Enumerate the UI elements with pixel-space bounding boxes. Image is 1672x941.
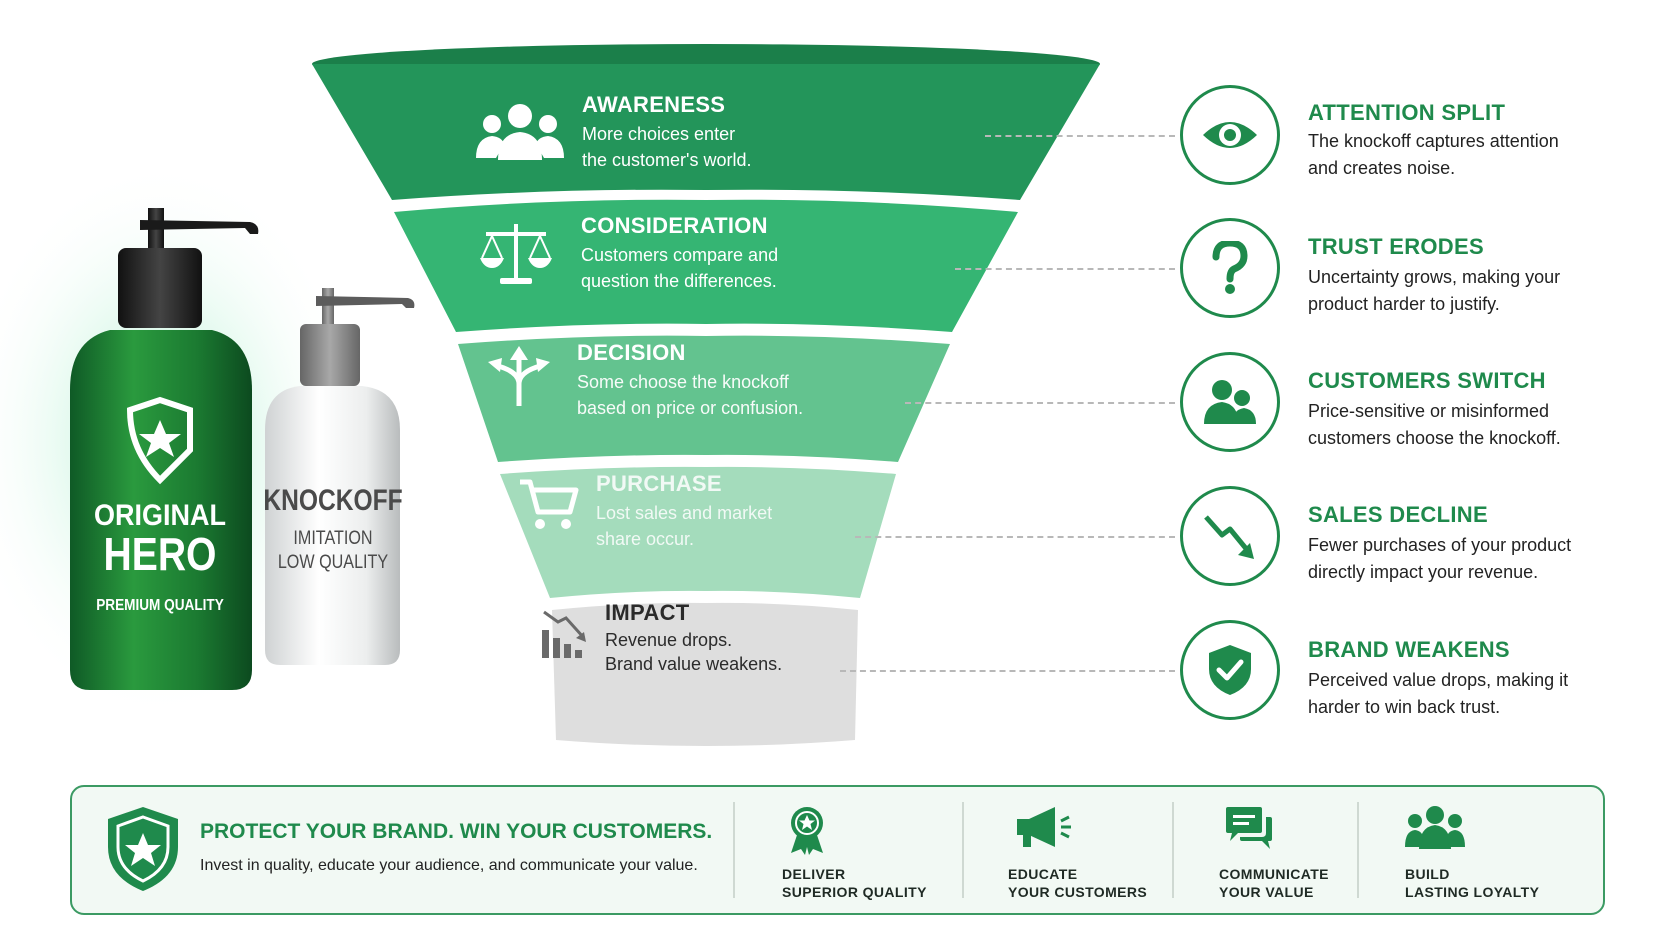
funnel-stage-purchase	[500, 466, 896, 598]
action-deliver-quality: DELIVER SUPERIOR QUALITY	[782, 865, 927, 901]
stage-desc-line2: question the differences.	[581, 271, 777, 291]
stage-desc-line2: based on price or confusion.	[577, 398, 804, 418]
effect-desc-line2: harder to win back trust.	[1308, 697, 1501, 717]
banner-subtitle: Invest in quality, educate your audience…	[200, 857, 698, 874]
award-ribbon-icon	[791, 807, 823, 855]
question-mark-icon	[1180, 218, 1280, 318]
knockoff-bottle-line3: LOW QUALITY	[278, 551, 389, 573]
action-label-line2: LASTING LOYALTY	[1405, 884, 1540, 900]
stage-desc-line1: More choices enter	[582, 124, 736, 144]
effect-desc-line1: Price-sensitive or misinformed	[1308, 401, 1550, 421]
shield-check-icon	[1180, 620, 1280, 720]
people-group-icon	[476, 104, 564, 160]
effect-desc-line2: directly impact your revenue.	[1308, 562, 1539, 582]
connector-line	[840, 670, 1175, 672]
stage-impact-text: IMPACT Revenue drops. Brand value weaken…	[605, 600, 782, 678]
stage-desc-line1: Customers compare and	[581, 245, 779, 265]
trend-down-icon	[1180, 486, 1280, 586]
effect-desc-line2: customers choose the knockoff.	[1308, 428, 1561, 448]
megaphone-icon	[1017, 807, 1071, 847]
effect-desc-line1: Uncertainty grows, making your	[1308, 267, 1561, 287]
split-arrows-icon	[488, 346, 550, 406]
knockoff-bottle-line1: KNOCKOFF	[263, 483, 402, 517]
funnel-stage-consideration	[394, 199, 1018, 332]
effect-title: TRUST ERODES	[1308, 234, 1484, 259]
effect-title: SALES DECLINE	[1308, 502, 1488, 527]
funnel-stage-impact	[552, 602, 858, 746]
original-bottle-tagline: PREMIUM QUALITY	[96, 597, 224, 614]
effect-title: ATTENTION SPLIT	[1308, 100, 1506, 125]
bottles-illustration: ORIGINAL HERO PREMIUM QUALITY KNOCKOFF I…	[0, 160, 415, 720]
eye-icon	[1180, 85, 1280, 185]
shopping-cart-icon	[520, 479, 579, 529]
effect-title: BRAND WEAKENS	[1308, 637, 1510, 662]
chat-bubbles-icon	[1226, 807, 1272, 849]
stage-purchase-text: PURCHASE Lost sales and market share occ…	[596, 471, 772, 553]
effect-desc-line2: product harder to justify.	[1308, 294, 1500, 314]
original-bottle: ORIGINAL HERO PREMIUM QUALITY	[70, 208, 259, 690]
stage-desc-line2: the customer's world.	[582, 150, 752, 170]
funnel-stage-decision	[458, 335, 950, 462]
knockoff-bottle-line2: IMITATION	[293, 527, 372, 549]
scales-icon	[480, 224, 552, 284]
stage-desc-line1: Some choose the knockoff	[577, 372, 789, 392]
original-bottle-line2: HERO	[104, 529, 217, 581]
action-label-line1: BUILD	[1405, 866, 1450, 882]
divider	[1357, 802, 1359, 898]
stage-desc-line1: Revenue drops.	[605, 630, 733, 650]
stage-desc-line2: share occur.	[596, 529, 695, 549]
action-educate-customers: EDUCATE YOUR CUSTOMERS	[1008, 865, 1147, 901]
action-label-line1: COMMUNICATE	[1219, 866, 1329, 882]
funnel-stage-awareness	[312, 44, 1100, 200]
effect-title: CUSTOMERS SWITCH	[1308, 368, 1546, 393]
action-label-line1: EDUCATE	[1008, 866, 1078, 882]
sales-funnel	[312, 44, 1100, 746]
banner-title: PROTECT YOUR BRAND. WIN YOUR CUSTOMERS.	[200, 820, 713, 843]
action-label-line2: YOUR CUSTOMERS	[1008, 884, 1148, 900]
declining-bars-icon	[542, 610, 586, 658]
stage-decision-text: DECISION Some choose the knockoff based …	[577, 340, 803, 422]
original-bottle-line1: ORIGINAL	[94, 499, 226, 533]
stage-title: CONSIDERATION	[581, 213, 768, 238]
stage-desc-line1: Lost sales and market	[596, 503, 773, 523]
stage-title: AWARENESS	[582, 92, 726, 117]
action-label-line1: DELIVER	[782, 866, 846, 882]
connector-line	[955, 268, 1175, 270]
users-icon	[1180, 352, 1280, 452]
effect-desc-line2: and creates noise.	[1308, 158, 1456, 178]
stage-consideration-text: CONSIDERATION Customers compare and ques…	[581, 213, 778, 295]
stage-title: PURCHASE	[596, 471, 722, 496]
knockoff-bottle: KNOCKOFF IMITATION LOW QUALITY	[263, 288, 415, 665]
effect-desc-line1: Perceived value drops, making it	[1308, 670, 1569, 690]
action-label-line2: YOUR VALUE	[1219, 884, 1314, 900]
action-build-loyalty: BUILD LASTING LOYALTY	[1405, 865, 1539, 901]
call-to-action-banner	[70, 785, 1605, 915]
divider	[1172, 802, 1174, 898]
divider	[733, 802, 735, 898]
shield-star-icon	[108, 807, 178, 891]
effect-desc-line1: The knockoff captures attention	[1308, 131, 1559, 151]
action-communicate-value: COMMUNICATE YOUR VALUE	[1219, 865, 1329, 901]
effect-desc-line1: Fewer purchases of your product	[1308, 535, 1572, 555]
connector-line	[855, 536, 1175, 538]
stage-awareness-text: AWARENESS More choices enter the custome…	[582, 92, 752, 174]
stage-title: IMPACT	[605, 600, 690, 625]
stage-desc-line2: Brand value weakens.	[605, 654, 783, 674]
connector-line	[905, 402, 1175, 404]
action-label-line2: SUPERIOR QUALITY	[782, 884, 927, 900]
connector-line	[985, 135, 1175, 137]
divider	[962, 802, 964, 898]
community-icon	[1405, 806, 1465, 849]
stage-title: DECISION	[577, 340, 686, 365]
